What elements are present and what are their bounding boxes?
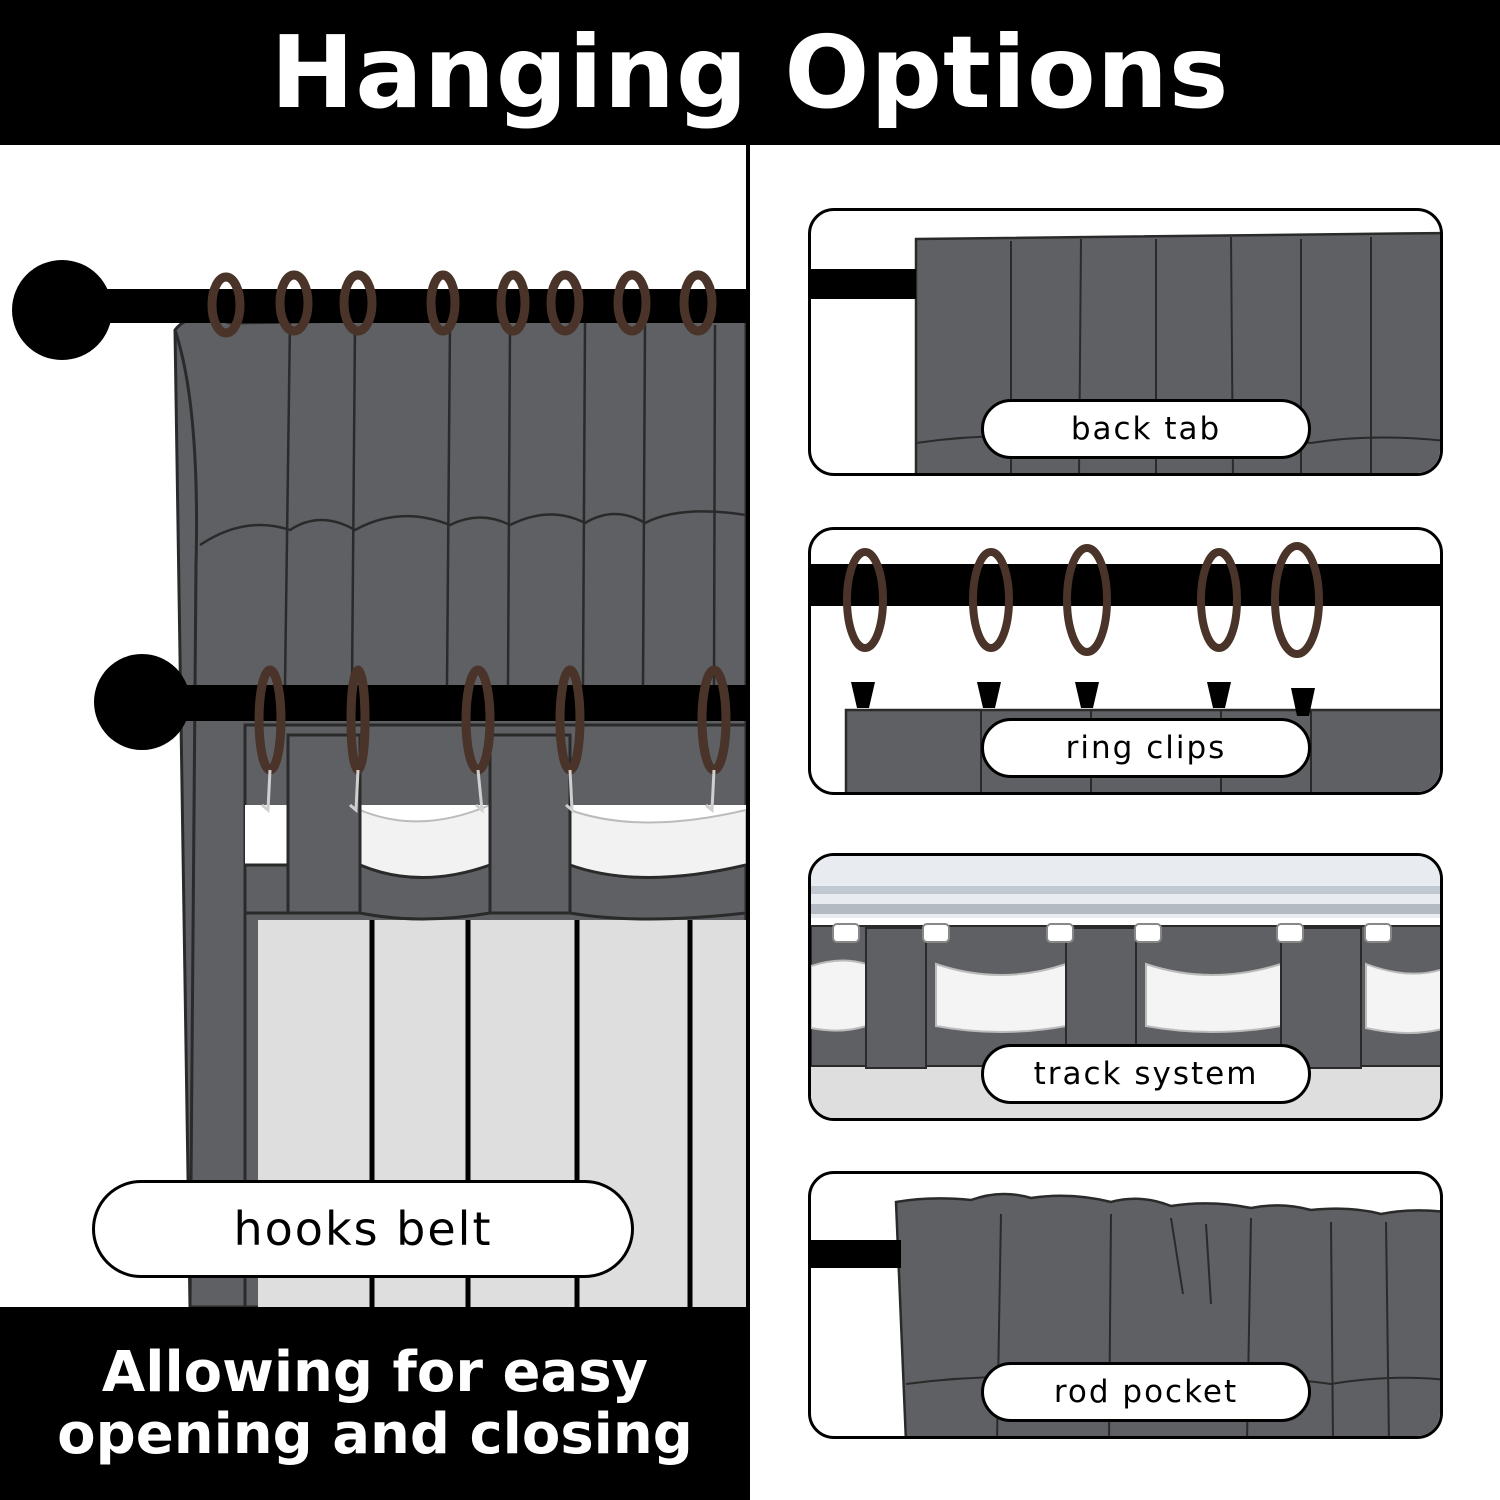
tagline-bar: Allowing for easy opening and closing (0, 1307, 750, 1500)
option-back-tab: back tab (808, 208, 1443, 476)
hooks-belt-illustration (0, 145, 746, 1307)
tagline-line-2: opening and closing (57, 1401, 693, 1467)
track-system-illustration (811, 856, 1440, 1118)
option-track-system: track system (808, 853, 1443, 1121)
curtain-illustration (12, 260, 746, 1307)
track-system-label: track system (981, 1044, 1311, 1104)
hooks-belt-label: hooks belt (92, 1180, 634, 1278)
page-title: Hanging Options (270, 13, 1230, 131)
option-ring-clips: ring clips (808, 527, 1443, 795)
rod-pocket-label: rod pocket (981, 1362, 1311, 1422)
tagline-line-1: Allowing for easy (101, 1339, 649, 1405)
back-tab-label: back tab (981, 399, 1311, 459)
ring-clips-label: ring clips (981, 718, 1311, 778)
header-bar: Hanging Options (0, 0, 1500, 145)
divider (746, 145, 750, 1500)
option-rod-pocket: rod pocket (808, 1171, 1443, 1439)
